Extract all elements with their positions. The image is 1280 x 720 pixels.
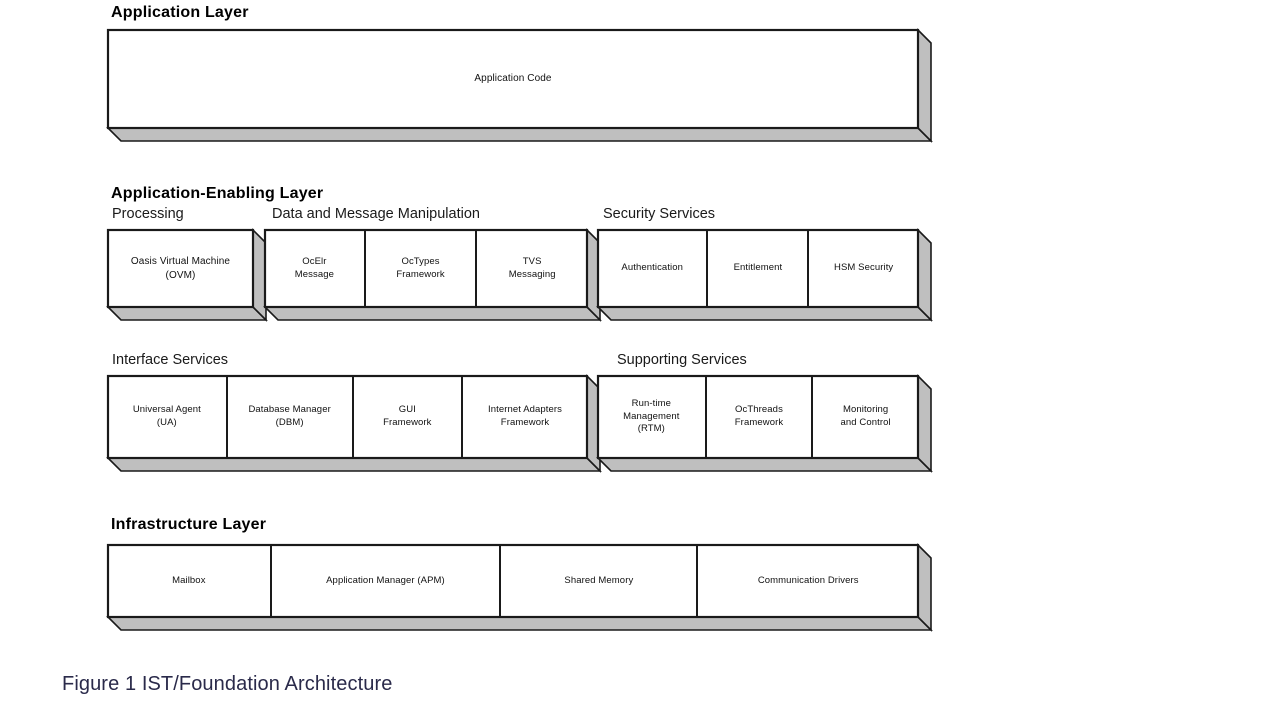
block-cell[interactable]: Application Manager (APM): [269, 545, 500, 617]
block-cell-label: Authentication: [621, 262, 684, 274]
block-group-processing: Oasis Virtual Machine (OVM): [106, 228, 268, 322]
group-title-processing: Processing: [112, 206, 184, 222]
block-cell[interactable]: Authentication: [598, 230, 706, 307]
block-cell-label: Run-time Management (RTM): [623, 397, 680, 435]
block-cell-label: Mailbox: [172, 574, 206, 586]
layer-title-application: Application Layer: [111, 4, 249, 21]
block-cell[interactable]: TVS Messaging: [475, 230, 587, 307]
block-group-application-code: Application Code: [106, 28, 933, 143]
block-3d-faces: [263, 228, 602, 322]
block-cell-label: Monitoring and Control: [840, 404, 891, 428]
block-cell-label: Shared Memory: [564, 574, 634, 586]
figure-caption: Figure 1 IST/Foundation Architecture: [62, 673, 393, 695]
block-cell-label: TVS Messaging: [508, 255, 556, 280]
block-3d-faces: [596, 374, 933, 473]
block-cell[interactable]: Shared Memory: [499, 545, 696, 617]
block-cell[interactable]: Oasis Virtual Machine (OVM): [108, 230, 253, 307]
block-3d-faces: [106, 228, 268, 322]
block-3d-faces: [106, 543, 933, 632]
block-cells: Run-time Management (RTM) OcThreads Frame…: [598, 376, 918, 458]
block-cell[interactable]: Monitoring and Control: [811, 376, 918, 458]
block-cell-label: GUI Framework: [383, 404, 432, 428]
block-3d-faces: [596, 228, 933, 322]
block-cell-label: HSM Security: [834, 262, 894, 274]
block-cell-label: OcElr Message: [294, 255, 334, 280]
block-group-supporting-services: Run-time Management (RTM) OcThreads Frame…: [596, 374, 933, 473]
group-title-security-services: Security Services: [603, 206, 716, 222]
block-cells: Mailbox Application Manager (APM) Shared M…: [108, 545, 918, 617]
block-cells: Universal Agent (UA) Database Manager (DB…: [108, 376, 587, 458]
group-title-supporting-services: Supporting Services: [617, 352, 747, 368]
block-cell[interactable]: Entitlement: [706, 230, 807, 307]
group-title-interface-services: Interface Services: [112, 352, 229, 368]
block-cells: Application Code: [108, 30, 918, 128]
block-3d-faces: [106, 374, 602, 473]
block-group-security-services: Authentication Entitlement HSM Security: [596, 228, 933, 322]
block-cell-label: Application Code: [474, 73, 552, 85]
block-cell[interactable]: Application Code: [108, 30, 918, 128]
block-cell[interactable]: HSM Security: [807, 230, 918, 307]
block-group-interface-services: Universal Agent (UA) Database Manager (DB…: [106, 374, 602, 473]
block-cell[interactable]: OcElr Message: [265, 230, 364, 307]
block-3d-faces: [106, 28, 933, 143]
block-cell[interactable]: Internet Adapters Framework: [461, 376, 587, 458]
block-group-infrastructure: Mailbox Application Manager (APM) Shared M…: [106, 543, 933, 632]
block-cell[interactable]: Mailbox: [108, 545, 270, 617]
block-cell-label: Database Manager (DBM): [248, 404, 331, 428]
block-cell-label: Communication Drivers: [757, 574, 859, 586]
block-cells: Oasis Virtual Machine (OVM): [108, 230, 253, 307]
block-cell-label: Entitlement: [733, 262, 783, 274]
block-cell-label: OcTypes Framework: [396, 255, 445, 280]
layer-title-infrastructure: Infrastructure Layer: [111, 516, 267, 533]
block-cell-label: Internet Adapters Framework: [487, 404, 563, 428]
block-cell[interactable]: Database Manager (DBM): [225, 376, 352, 458]
block-cell-label: Oasis Virtual Machine (OVM): [130, 256, 231, 281]
block-cell[interactable]: OcThreads Framework: [704, 376, 812, 458]
block-group-data-and-message-manipulation: OcElr Message OcTypes Framework TVS Messag…: [263, 228, 602, 322]
layer-title-application-enabling: Application-Enabling Layer: [111, 185, 324, 202]
block-cell[interactable]: Communication Drivers: [696, 545, 917, 617]
block-cell-label: Universal Agent (UA): [132, 404, 201, 428]
block-cell[interactable]: GUI Framework: [351, 376, 461, 458]
block-cell[interactable]: Universal Agent (UA): [108, 376, 226, 458]
block-cell-label: Application Manager (APM): [326, 574, 445, 586]
block-cell-label: OcThreads Framework: [734, 404, 784, 428]
block-cells: Authentication Entitlement HSM Security: [598, 230, 918, 307]
block-cells: OcElr Message OcTypes Framework TVS Messag…: [265, 230, 587, 307]
block-cell[interactable]: OcTypes Framework: [363, 230, 476, 307]
block-cell[interactable]: Run-time Management (RTM): [598, 376, 705, 458]
group-title-data-and-message-manipulation: Data and Message Manipulation: [272, 206, 480, 222]
